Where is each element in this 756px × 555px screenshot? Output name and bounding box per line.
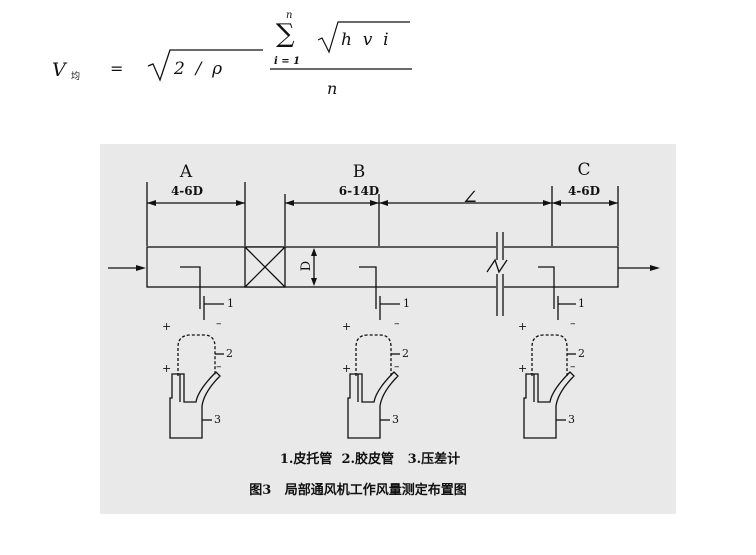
station-a-number-2: 2 [226,347,233,360]
station-c-plus-top: + [518,320,527,333]
rubber-hose-a [177,334,216,376]
station-b-plus-top: + [342,320,351,333]
duct-diagram: A B C 4-6D 6-14D ∠ 4-6D [108,160,660,498]
pitot-tube-c [538,266,555,309]
pitot-tube-b [359,266,377,309]
formula-outer-root-sign [147,49,263,82]
formula-denominator: n [327,79,337,98]
pitot-tube-a [180,266,201,309]
formula-outer-root-content: 2 / ρ [173,59,222,79]
formula-lhs-symbol: V [52,59,68,81]
station-c-plus-bottom: + [518,362,527,375]
rubber-hose-b [355,334,392,376]
station-b-minus-bottom: – [394,360,400,373]
section-a-span: 4-6D [171,184,203,198]
station-c-minus-bottom: – [570,360,576,373]
formula-inner-root-sign [317,21,410,54]
airflow-inlet-arrow [108,265,146,271]
formula-lhs-subscript: 均 [71,70,80,82]
diameter-dimension [311,248,317,286]
figure-caption: 图3 局部通风机工作风量测定布置图 [249,482,467,498]
manometer-a [169,371,221,439]
station-b-minus-top: – [394,317,400,330]
section-b-letter: B [353,162,366,182]
station-c-number-3: 3 [568,413,575,426]
station-a-plus-top: + [162,320,171,333]
figure-panel: A B C 4-6D 6-14D ∠ 4-6D [100,144,676,514]
formula-inner-root-content: h v i [341,30,389,50]
station-a: 1 2 + – + – 3 [162,266,234,439]
station-c: 1 2 + – + – 3 [518,266,585,439]
station-a-minus-top: – [216,317,222,330]
duct-break [486,232,508,320]
manometer-c [523,371,575,439]
diameter-label: D [299,261,314,271]
local-fan [244,246,286,288]
station-b-number-2: 2 [402,347,409,360]
station-a-plus-bottom: + [162,362,171,375]
station-b: 1 2 + – + – 3 [342,266,410,439]
formula: V 均 = 2 / ρ n ∑ i = 1 h v i n [52,10,412,98]
formula-sum-lower: i = 1 [274,56,300,67]
station-a-number-3: 3 [214,413,221,426]
section-b-span: 6-14D [339,184,379,198]
formula-equals: = [110,59,123,78]
section-l-span: ∠ [462,185,479,209]
station-b-number-1: 1 [403,297,410,310]
station-b-number-3: 3 [392,413,399,426]
station-a-number-1: 1 [227,297,234,310]
formula-sum-upper: n [286,10,292,21]
manometer-b [347,371,399,439]
dimension-lines [146,182,619,246]
station-a-minus-bottom: – [216,360,222,373]
airflow-outlet-arrow [618,265,660,271]
section-c-span: 4-6D [568,184,600,198]
section-a-letter: A [179,162,193,182]
station-c-minus-top: – [570,317,576,330]
parts-legend: 1.皮托管 2.胶皮管 3.压差计 [280,451,460,467]
station-b-plus-bottom: + [342,362,351,375]
station-c-number-2: 2 [578,347,585,360]
station-c-number-1: 1 [578,297,585,310]
rubber-hose-c [531,334,568,376]
formula-sum-symbol: ∑ [276,19,295,49]
section-c-letter: C [577,160,590,180]
